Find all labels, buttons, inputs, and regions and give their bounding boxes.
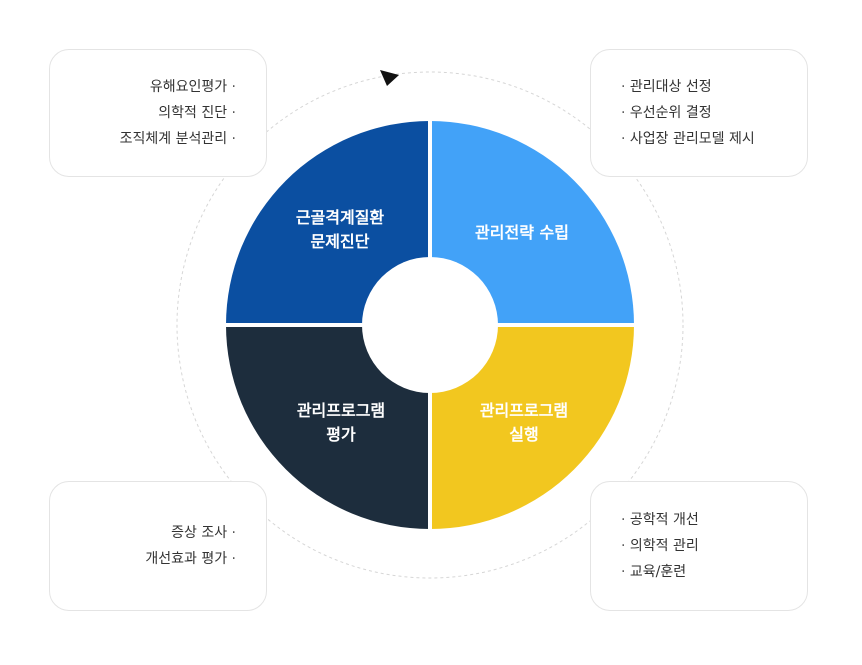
list-item: · 의학적 관리 — [621, 538, 699, 554]
list-item: 증상 조사 · — [171, 525, 236, 541]
quadrant-label-line: 문제진단 — [310, 232, 370, 251]
quadrant-label-bottom-left: 관리프로그램 평가 — [261, 399, 421, 447]
quadrant-label-top-right: 관리전략 수립 — [442, 221, 602, 245]
list-item: · 관리대상 선정 — [621, 79, 712, 95]
quadrant-label-line: 근골격계질환 — [295, 208, 385, 227]
quadrant-label-top-left: 근골격계질환 문제진단 — [260, 206, 420, 254]
center-hole — [362, 257, 498, 393]
quadrant-label-line: 실행 — [509, 425, 539, 444]
list-item: 개선효과 평가 · — [145, 551, 236, 567]
info-box-top-left: 유해요인평가 · 의학적 진단 · 조직체계 분석관리 · — [49, 49, 267, 177]
cycle-arrow-icon — [380, 70, 399, 86]
quadrant-label-line: 관리프로그램 — [296, 401, 386, 420]
list-item: 유해요인평가 · — [149, 79, 236, 95]
cycle-ring — [176, 71, 684, 579]
list-item: · 공학적 개선 — [621, 512, 699, 528]
info-box-bottom-left: 증상 조사 · 개선효과 평가 · — [49, 481, 267, 611]
list-item: · 교육/훈련 — [621, 564, 687, 580]
list-item: 조직체계 분석관리 · — [119, 131, 236, 147]
quadrant-label-line: 평가 — [326, 425, 356, 444]
list-item: · 우선순위 결정 — [621, 105, 712, 121]
quadrant-label-line: 관리프로그램 — [479, 401, 569, 420]
list-item: 의학적 진단 · — [158, 105, 236, 121]
quadrant-top-left — [226, 121, 430, 325]
info-box-top-right: · 관리대상 선정 · 우선순위 결정 · 사업장 관리모델 제시 — [590, 49, 808, 177]
info-box-bottom-right: · 공학적 개선 · 의학적 관리 · 교육/훈련 — [590, 481, 808, 611]
quadrant-label-bottom-right: 관리프로그램 실행 — [444, 399, 604, 447]
list-item: · 사업장 관리모델 제시 — [621, 131, 755, 147]
quadrant-bottom-right — [430, 325, 634, 529]
quadrant-bottom-left — [226, 325, 430, 529]
quadrant-top-right — [430, 121, 634, 325]
quadrant-label-line: 관리전략 수립 — [475, 223, 569, 242]
